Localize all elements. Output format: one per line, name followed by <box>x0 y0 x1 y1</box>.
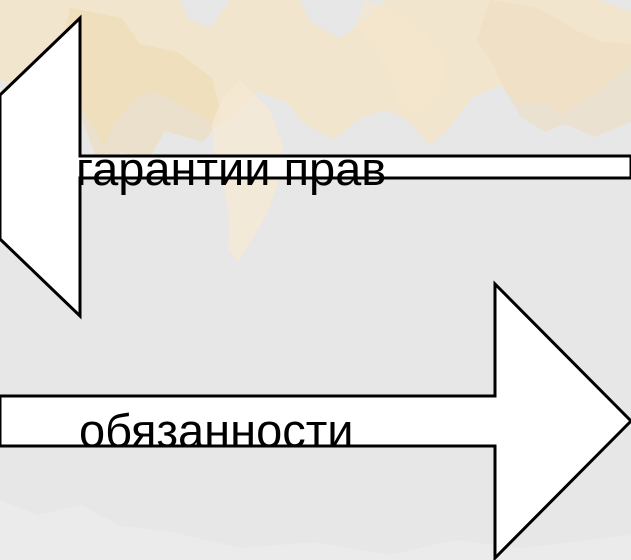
right-arrow: обязанности <box>0 280 631 560</box>
map-east-coast <box>477 0 631 137</box>
left-arrow: гарантии прав <box>0 14 631 320</box>
map-island <box>356 0 445 118</box>
left-arrow-shape <box>0 14 631 320</box>
right-arrow-label: обязанности <box>79 404 354 457</box>
left-arrow-label: гарантии прав <box>76 142 386 195</box>
map-landmass-upper-left <box>0 0 631 145</box>
right-arrow-shape <box>0 280 631 560</box>
map-shadow-bottom <box>0 500 631 560</box>
map-landmass-warm <box>55 8 222 176</box>
